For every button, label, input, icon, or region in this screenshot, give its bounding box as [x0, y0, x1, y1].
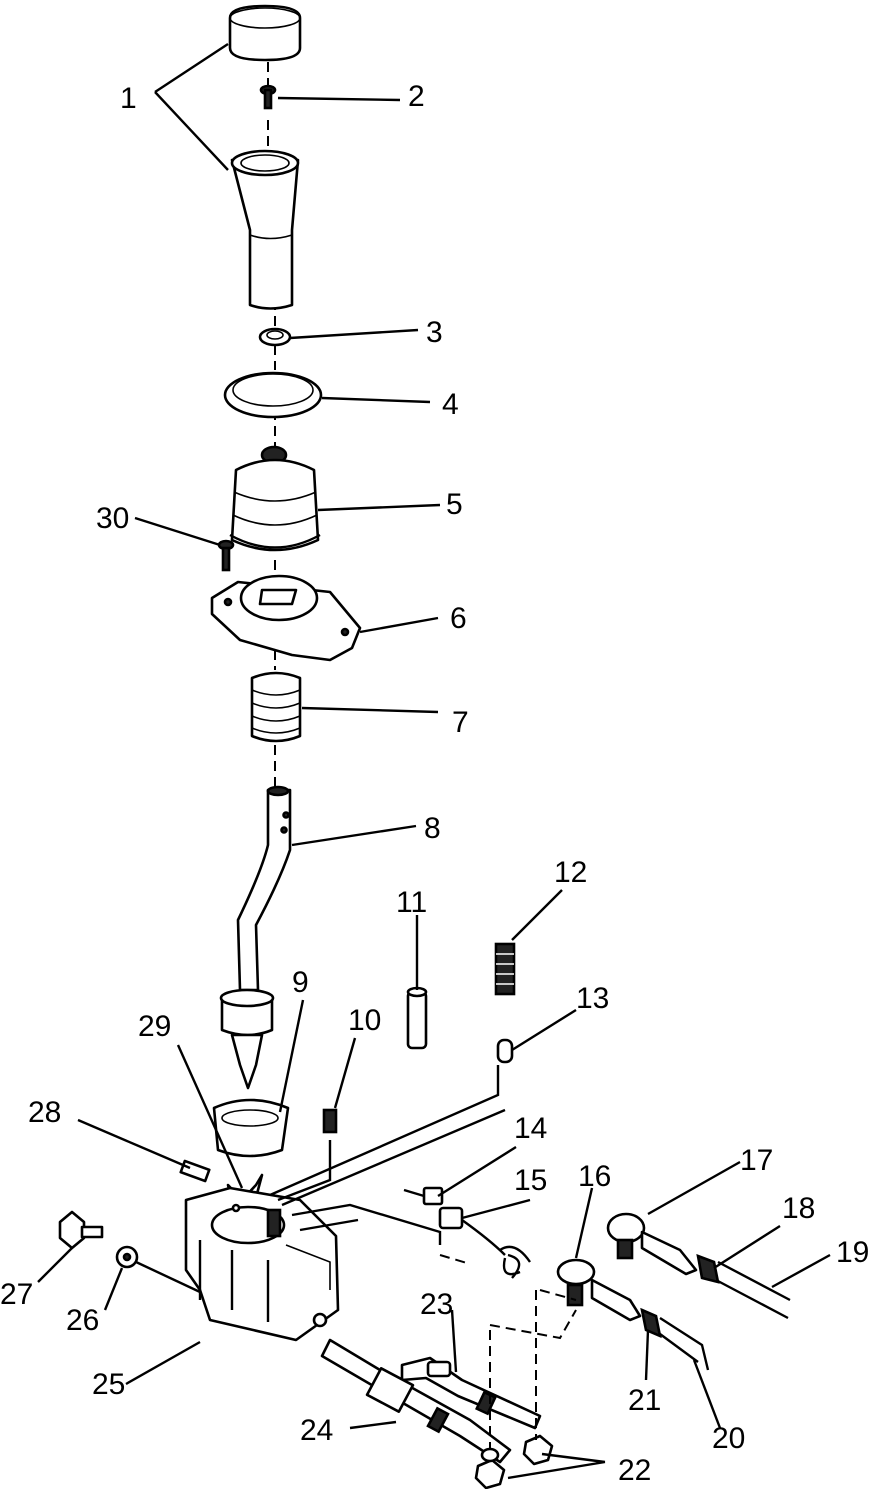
part-jam-nut-upper — [696, 1253, 720, 1284]
callout-21: 21 — [628, 1384, 661, 1417]
assembly-guides — [439, 1254, 577, 1450]
part-roll-pin — [179, 1159, 211, 1183]
part-bellows — [250, 671, 302, 743]
leader-lines — [37, 42, 831, 1480]
callout-2: 2 — [408, 80, 425, 113]
callout-22: 22 — [618, 1454, 651, 1487]
part-detent-ball — [496, 1038, 514, 1064]
part-shift-lever — [236, 785, 292, 992]
callout-26: 26 — [66, 1304, 99, 1337]
callout-18: 18 — [782, 1192, 815, 1225]
part-shift-cable-upper — [715, 1260, 791, 1320]
part-mounting-plate — [210, 574, 362, 662]
part-neutral-switch — [403, 1186, 444, 1206]
callout-15: 15 — [514, 1164, 547, 1197]
callout-23: 23 — [420, 1288, 453, 1321]
part-wire-harness — [438, 1206, 531, 1279]
callout-19: 19 — [836, 1236, 869, 1269]
part-boot — [229, 445, 321, 552]
callout-24: 24 — [300, 1414, 333, 1447]
callout-9: 9 — [292, 966, 309, 999]
part-ring — [223, 371, 323, 419]
part-jam-nut-lower — [640, 1307, 662, 1339]
part-shift-rod — [320, 1338, 512, 1464]
callout-3: 3 — [426, 316, 443, 349]
part-knob-body — [230, 149, 300, 310]
callout-14: 14 — [514, 1112, 547, 1145]
part-housing — [184, 1186, 340, 1342]
part-shift-cable-lower — [659, 1316, 710, 1371]
housing-shift-rails — [269, 1065, 506, 1245]
part-tie-rod-end — [606, 1212, 698, 1276]
part-dowel-pin — [406, 986, 428, 1050]
part-screw — [259, 84, 277, 110]
part-ball-joint — [556, 1258, 642, 1322]
callout-12: 12 — [554, 856, 587, 889]
callout-17: 17 — [740, 1144, 773, 1177]
callout-6: 6 — [450, 602, 467, 635]
part-small-screw — [217, 539, 235, 572]
callout-25: 25 — [92, 1368, 125, 1401]
callout-11: 11 — [396, 886, 427, 919]
callout-7: 7 — [452, 706, 469, 739]
callout-10: 10 — [348, 1004, 381, 1037]
callout-13: 13 — [576, 982, 609, 1015]
part-small-spring — [322, 1108, 338, 1134]
callout-16: 16 — [578, 1160, 611, 1193]
part-washer — [258, 327, 292, 347]
callout-8: 8 — [424, 812, 441, 845]
part-pivot-ball — [212, 988, 290, 1158]
callout-30: 30 — [96, 502, 129, 535]
part-nuts — [474, 1434, 554, 1489]
part-bolt — [58, 1210, 104, 1250]
callout-29: 29 — [138, 1010, 171, 1043]
callout-20: 20 — [712, 1422, 745, 1455]
assembly-axis — [267, 62, 276, 790]
callout-5: 5 — [446, 488, 463, 521]
part-flat-washer — [115, 1245, 139, 1269]
part-detent-spring — [494, 942, 516, 996]
callout-1: 1 — [120, 82, 137, 115]
part-knob-cap — [228, 4, 302, 62]
callout-4: 4 — [442, 388, 459, 421]
callout-27: 27 — [0, 1278, 33, 1311]
callout-28: 28 — [28, 1096, 61, 1129]
